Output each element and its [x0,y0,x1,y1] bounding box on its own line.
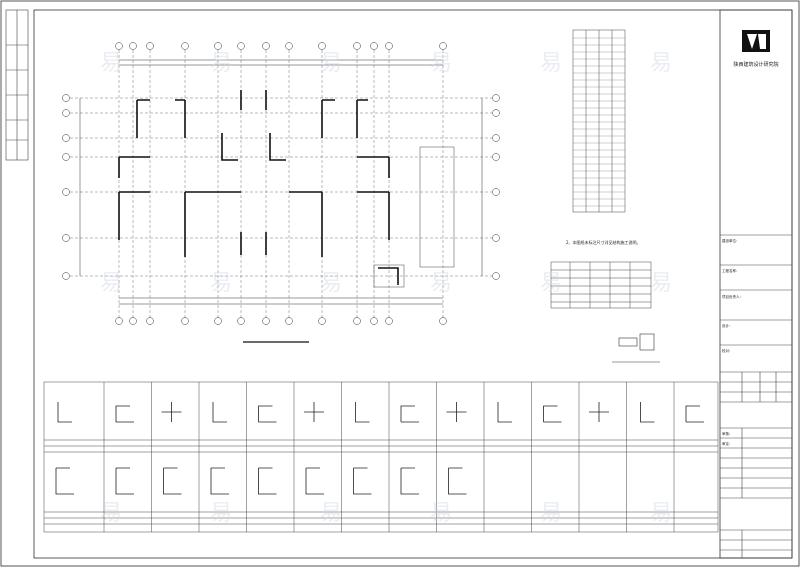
section-detail-shape [640,402,655,423]
section-detail-shape [115,405,134,423]
section-detail-shape [685,405,704,423]
note-2: 2、本图纸未标注尺寸详见结构施工说明。 [566,239,641,245]
watermark-glyph: 易 [430,271,452,296]
section-detail-shape [589,402,609,422]
title-block: 陕西建筑设计研究院 [719,9,793,559]
section-detail-shape [115,467,134,495]
axis-bubbles [62,42,500,325]
watermark-glyph: 易 [650,271,672,296]
section-detail-shape [212,402,227,423]
section-detail-shape [161,402,182,422]
watermark-glyph: 易 [540,271,562,296]
company-name: 陕西建筑设计研究院 [733,61,778,68]
watermark-glyph: 易 [540,51,562,76]
section-detail-shape [305,467,324,495]
section-detail-shape [304,402,324,422]
section-details-grid [43,381,719,533]
watermark-glyph: 易 [210,271,232,296]
detail-symbol [612,333,660,363]
section-detail-shape [497,402,512,423]
watermark-layer: 易易易易易易易易易易易易易易易易易易 [100,51,672,526]
watermark-glyph: 易 [100,51,122,76]
watermark-glyph: 易 [320,51,342,76]
watermark-glyph: 易 [430,51,452,76]
watermark-glyph: 易 [100,501,122,526]
section-detail-shape [163,467,182,495]
summary-table [550,261,652,309]
section-detail-shape [55,467,74,495]
watermark-glyph: 易 [100,271,122,296]
title-row-1: 建设单位： [722,238,740,243]
section-detail-shape [448,467,467,495]
title-row-3: 项目负责人： [722,294,743,299]
section-detail-shape [400,405,419,423]
section-detail-shape [543,405,562,423]
title-row-7: 审定： [722,441,733,446]
title-row-2: 工程名称： [722,268,740,273]
section-detail-shape [446,402,467,422]
section-detail-shape [353,467,372,495]
section-detail-shape [57,402,72,423]
watermark-glyph: 易 [650,51,672,76]
watermark-glyph: 易 [540,501,562,526]
title-row-4: 设计： [722,323,733,328]
watermark-glyph: 易 [210,51,232,76]
section-detail-shape [258,405,277,423]
company-logo [742,30,770,52]
watermark-glyph: 易 [650,501,672,526]
watermark-glyph: 易 [320,271,342,296]
title-row-6: 审核： [722,431,733,436]
title-row-5: 校对： [722,348,733,353]
watermark-glyph: 易 [320,501,342,526]
column-schedule-table [572,29,626,213]
watermark-glyph: 易 [430,501,452,526]
left-revision-strip [5,9,29,161]
section-detail-shape [258,467,277,495]
section-detail-shape [400,467,419,495]
section-detail-shape [210,467,229,495]
floor-plan [70,50,492,343]
watermark-glyph: 易 [210,501,232,526]
section-detail-shape [355,402,370,423]
